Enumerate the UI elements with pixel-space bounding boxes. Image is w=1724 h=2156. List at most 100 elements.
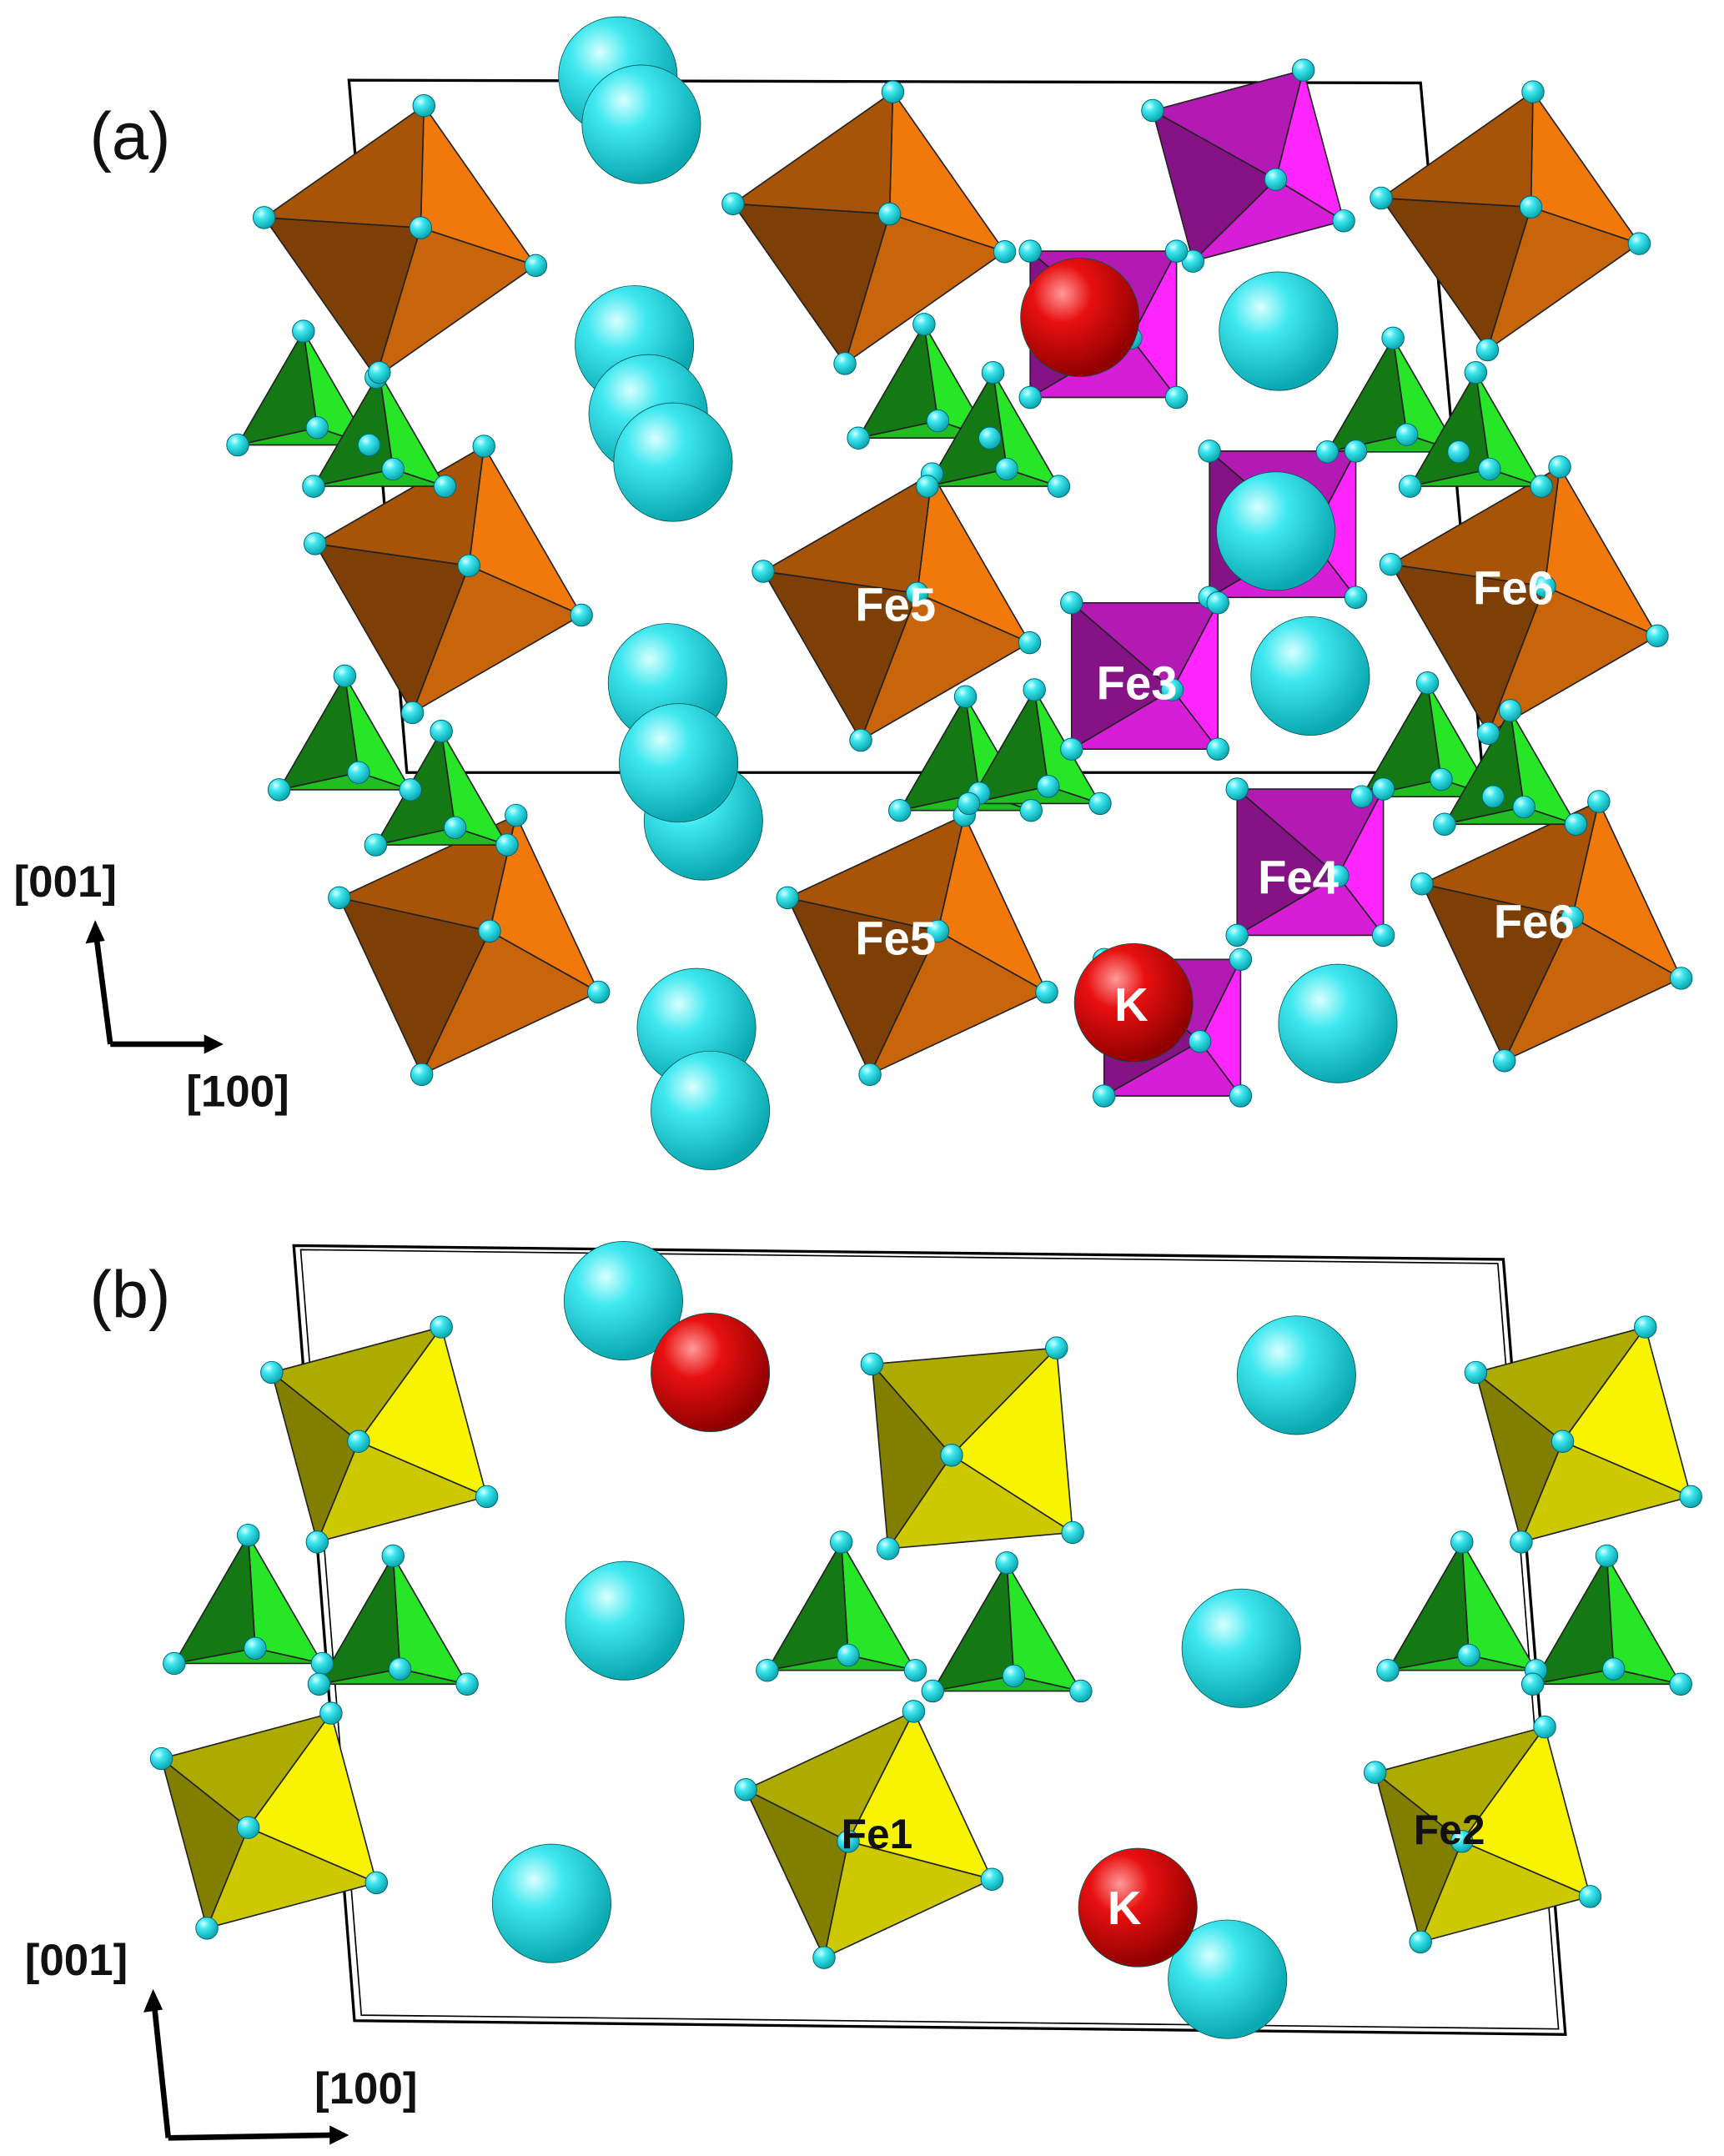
cyan-sphere [491,1843,611,1963]
cyan-sphere [581,64,701,184]
octahedron-orange [1379,89,1641,352]
oxygen-atom [1206,591,1229,615]
site-label-fe5: Fe5 [855,912,936,965]
oxygen-atom [472,435,495,458]
oxygen-atom [1019,798,1043,822]
oxygen-atom [1415,671,1440,695]
oxygen-atom [993,240,1017,264]
atoms-layer [149,16,1702,2039]
oxygen-atom [995,1551,1018,1575]
polyhedron-face [270,1325,444,1443]
tetrahedron-green [236,329,371,446]
oxygen-atom [1198,440,1221,463]
oxygen-atom [307,1672,331,1696]
polyhedron-face [898,694,980,812]
oxygen-atom [1679,1485,1702,1509]
oxygen-atom [319,1701,343,1725]
oxygen-atom [1371,923,1395,947]
oxygen-atom [833,352,857,375]
oxygen-atom [1047,475,1071,498]
oxygen-atom [260,1360,284,1385]
octahedron-magenta [1234,787,1385,937]
oxygen-atom [1229,947,1253,972]
oxygen-atom [430,719,453,743]
polyhedron-face [236,329,319,446]
polyhedron-face [1373,1726,1547,1842]
oxygen-atom [1332,209,1355,233]
octahedron-orange [1420,799,1683,1063]
oxygen-atom [244,1636,267,1660]
oxygen-atom [333,664,357,688]
polyhedron-face [1531,1553,1615,1686]
oxygen-atom [430,1315,453,1339]
polyhedron-yellow [744,1709,994,1960]
oxygen-atom [1370,186,1393,210]
oxygen-atom [400,701,425,725]
oxygen-atom [1060,737,1083,761]
oxygen-atom [475,1485,499,1509]
oxygen-atom [905,581,929,605]
oxygen-atom [1364,1761,1387,1784]
oxygen-atom [399,778,422,802]
oxygen-atom [981,360,1005,384]
site-label-k: K [1114,978,1148,1031]
site-label-fe2: Fe2 [1414,1807,1485,1853]
oxygen-atom [1433,812,1456,836]
oxygen-atom [1264,168,1288,191]
oxygen-atom [252,206,276,229]
oxygen-atom [524,254,548,278]
polyhedron-face [785,814,966,932]
oxygen-atom [837,1830,860,1853]
oxygen-atom [1464,360,1488,384]
oxygen-atom [916,475,939,498]
oxygen-atom [478,919,501,943]
oxygen-atom [1326,864,1350,887]
oxygen-atom [877,202,902,226]
oxygen-atom [1018,385,1042,410]
oxygen-atom [1478,457,1501,481]
site-label-fe1: Fe1 [842,1811,912,1857]
oxygen-atom [149,1746,173,1771]
polyhedron-face [1150,68,1304,181]
oxygen-atom [1379,553,1403,576]
oxygen-atom [995,457,1018,481]
oxygen-atom [347,761,370,784]
arrow-right-icon [204,1034,224,1054]
oxygen-atom [267,778,291,802]
octahedron-magenta [1068,601,1219,751]
cyan-sphere [565,1560,685,1681]
tetrahedron-green [1531,1553,1682,1686]
oxygen-atom [1315,440,1339,464]
oxygen-atom [1430,767,1453,792]
polyhedron-face [1069,601,1219,691]
cyan-sphere [1168,1919,1288,2039]
oxygen-atom [1519,195,1543,219]
cyan-sphere [613,402,733,522]
oxygen-atom [163,1651,186,1676]
oxygen-atom [1627,232,1651,255]
axis-label-100: [100] [186,1067,289,1116]
oxygen-atom [776,886,799,910]
oxygen-atom [310,1651,334,1676]
oxygen-atom [721,192,745,216]
cyan-sphere [1250,616,1370,736]
polyhedron-face [967,687,1049,805]
oxygen-atom [849,728,872,752]
polyhedron-face [766,1540,849,1671]
cyan-sphere [563,1241,683,1361]
oxygen-atom [364,1871,389,1895]
oxygen-atom [1160,678,1184,701]
polyhedron-face [870,1347,1058,1456]
oxygen-atom [328,886,351,910]
oxygen-atom [926,409,950,433]
octahedron-orange [1389,465,1659,736]
axis-label-001: [001] [25,1936,128,1985]
oxygen-atom [829,1530,853,1554]
oxygen-atom [292,319,315,343]
oxygen-atom [1587,790,1611,813]
oxygen-atom [226,433,249,457]
oxygen-atom [1669,967,1693,990]
oxygen-atom [978,426,1002,450]
cyan-sphere [619,703,739,823]
polyhedron-face [1420,800,1601,918]
